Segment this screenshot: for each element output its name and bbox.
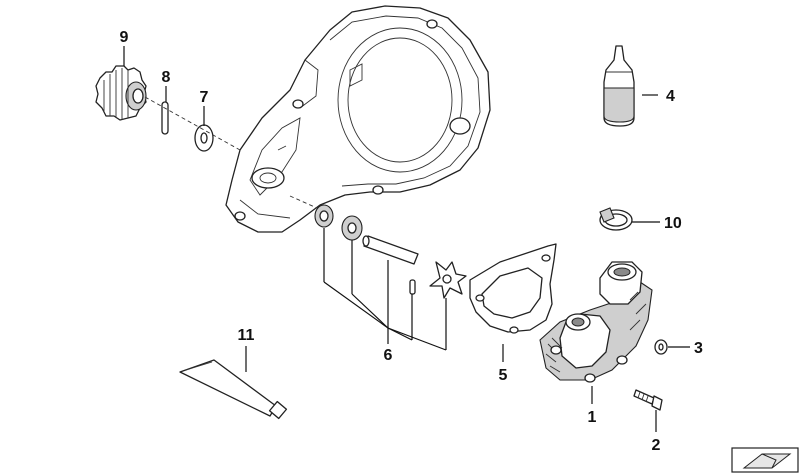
pump-housing-part — [539, 261, 653, 383]
callout-11: 11 — [238, 327, 255, 344]
bolt-part — [633, 389, 663, 411]
hose-clamp-part — [599, 207, 633, 231]
bottle-part — [603, 45, 635, 127]
callout-leaders — [123, 46, 690, 432]
small-washer-part — [654, 339, 668, 355]
callout-3: 3 — [694, 340, 703, 357]
corner-diagram-icon — [731, 447, 799, 473]
pump-shaft-assembly — [314, 204, 467, 299]
callout-8: 8 — [162, 69, 171, 86]
gear-part — [95, 65, 147, 121]
callout-9: 9 — [120, 29, 129, 46]
callout-5: 5 — [499, 367, 508, 384]
callout-10: 10 — [664, 215, 682, 232]
callout-7: 7 — [200, 89, 209, 106]
callout-1: 1 — [588, 409, 597, 426]
callout-2: 2 — [652, 437, 661, 454]
pin-part — [161, 101, 169, 135]
sealant-tube-part — [179, 359, 288, 420]
callout-4: 4 — [666, 88, 675, 105]
callout-6: 6 — [384, 347, 393, 364]
engine-case-cover — [225, 5, 491, 233]
washer-part — [194, 124, 214, 152]
callout-labels: 9 8 7 4 10 3 5 6 1 2 11 — [120, 29, 703, 454]
gasket-part — [469, 243, 557, 334]
